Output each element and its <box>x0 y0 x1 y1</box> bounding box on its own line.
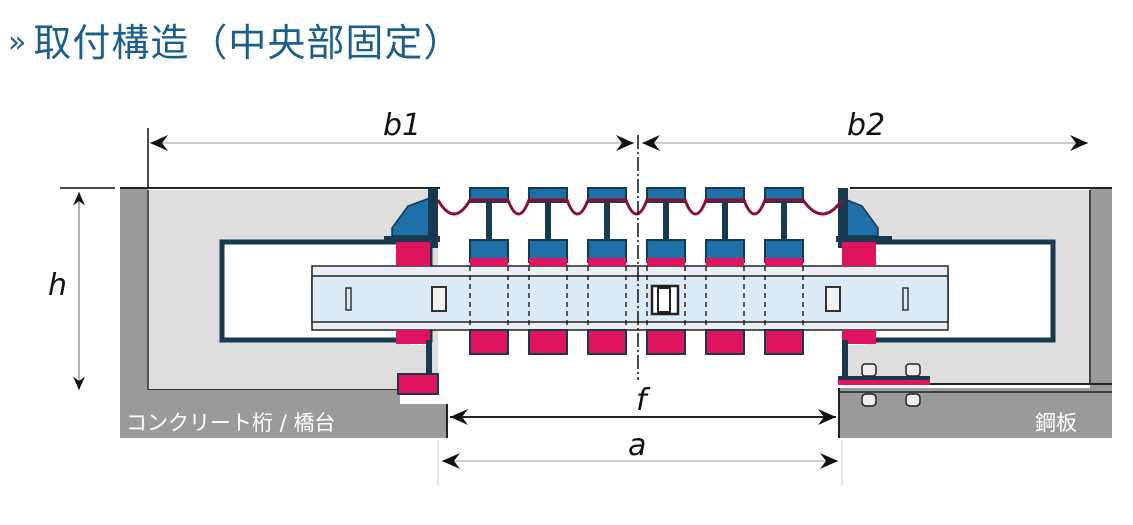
finger-unit <box>646 187 686 355</box>
anchor-bolt <box>861 363 877 407</box>
support-rail <box>311 265 949 331</box>
page-title: »取付構造（中央部固定） <box>8 18 462 68</box>
b1-label: b1 <box>383 108 421 143</box>
b2-label: b2 <box>847 108 885 143</box>
rail-slot <box>345 287 352 311</box>
finger-unit <box>587 187 627 355</box>
finger-unit <box>469 187 509 355</box>
rubber-seal <box>436 198 844 216</box>
a-label: a <box>628 428 646 463</box>
rail-slot <box>902 287 909 311</box>
rail-guide-block <box>825 286 841 312</box>
anchor-bolt <box>905 363 921 407</box>
left-end-block <box>384 188 440 395</box>
center-fixing-block <box>650 284 680 316</box>
right-support-label: 鋼板 <box>1035 411 1077 435</box>
left-support-label: コンクリート桁 / 橋台 <box>126 411 335 435</box>
chevron-double-right-icon: » <box>8 25 28 60</box>
finger-unit <box>528 187 568 355</box>
rail-guide-block <box>431 286 447 312</box>
right-end-block <box>836 188 930 407</box>
title-text: 取付構造（中央部固定） <box>33 21 463 65</box>
f-label: f <box>636 383 651 418</box>
h-label: h <box>48 268 67 303</box>
